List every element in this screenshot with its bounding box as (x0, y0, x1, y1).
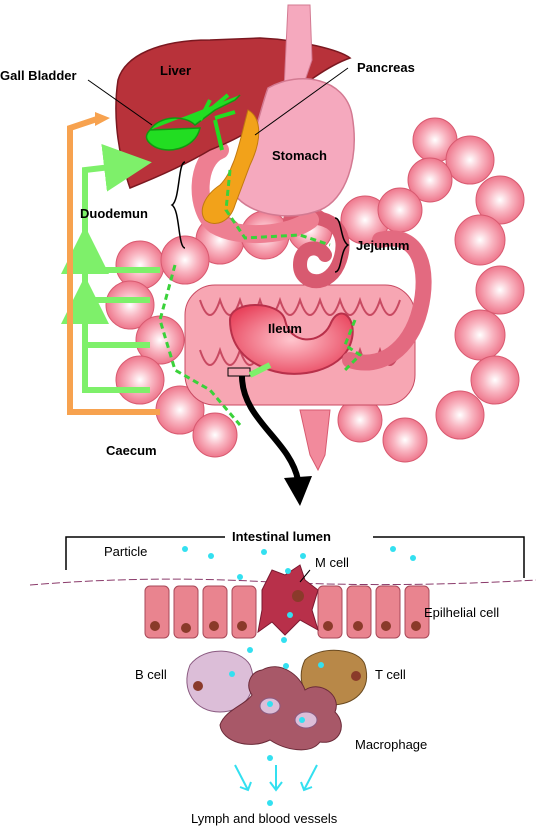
b-cell (186, 650, 254, 713)
label-ileum: Ileum (268, 321, 302, 336)
bile-recirculation-arrows (61, 143, 272, 393)
label-b-cell: B cell (135, 667, 167, 682)
epithelial-cell (173, 585, 199, 639)
particles (182, 546, 416, 806)
lymph-flow-arrows (234, 764, 318, 792)
label-epithelial-cell: Epilhelial cell (424, 605, 499, 620)
mucosal-surface (29, 578, 536, 586)
bile-ducts (198, 93, 236, 151)
epithelial-layer (144, 585, 430, 639)
lumen-bracket (65, 536, 525, 578)
epithelial-cell (202, 585, 228, 639)
macrophage (219, 666, 342, 751)
portal-arrow-head-icon (95, 112, 110, 126)
label-liver: Liver (160, 63, 191, 78)
food-flow-path (158, 169, 363, 426)
portal-circulation-arrow (67, 115, 160, 415)
label-stomach: Stomach (272, 148, 327, 163)
epithelial-cell (231, 585, 257, 639)
label-macrophage: Macrophage (355, 737, 427, 752)
epithelial-cell (375, 585, 401, 639)
duodenum-brace (170, 161, 186, 249)
organ-illustration: Liver Gall Bladder Pancreas Stomach Duod… (0, 4, 525, 506)
label-duodenum: Duodemun (80, 206, 148, 221)
label-jejunum: Jejunum (356, 238, 409, 253)
gall-bladder-leader (87, 79, 153, 126)
esophagus (283, 4, 313, 96)
label-m-cell: M cell (315, 555, 349, 570)
label-gall-bladder: Gall Bladder (0, 68, 77, 83)
label-intestinal-lumen: Intestinal lumen (232, 529, 331, 544)
pancreas (201, 109, 260, 224)
label-caecum: Caecum (106, 443, 157, 458)
zoom-arrow-head-icon (284, 476, 312, 506)
m-cell-nucleus (292, 590, 304, 602)
epithelial-cell (317, 585, 343, 639)
label-t-cell: T cell (375, 667, 406, 682)
m-cell-leader (299, 569, 311, 583)
label-lymph-blood: Lymph and blood vessels (191, 811, 338, 826)
zoom-arrow (239, 375, 301, 481)
label-pancreas: Pancreas (357, 60, 415, 75)
label-particle: Particle (104, 544, 147, 559)
small-intestine (184, 141, 432, 406)
pancreas-leader (254, 67, 349, 136)
jejunum-brace (334, 217, 350, 273)
epithelial-cell (404, 585, 430, 639)
gall-bladder (145, 94, 241, 151)
cellular-view: Intestinal lumen (29, 529, 536, 826)
epithelial-cell (346, 585, 372, 639)
epithelial-cell (144, 585, 170, 639)
m-cell (257, 564, 319, 636)
